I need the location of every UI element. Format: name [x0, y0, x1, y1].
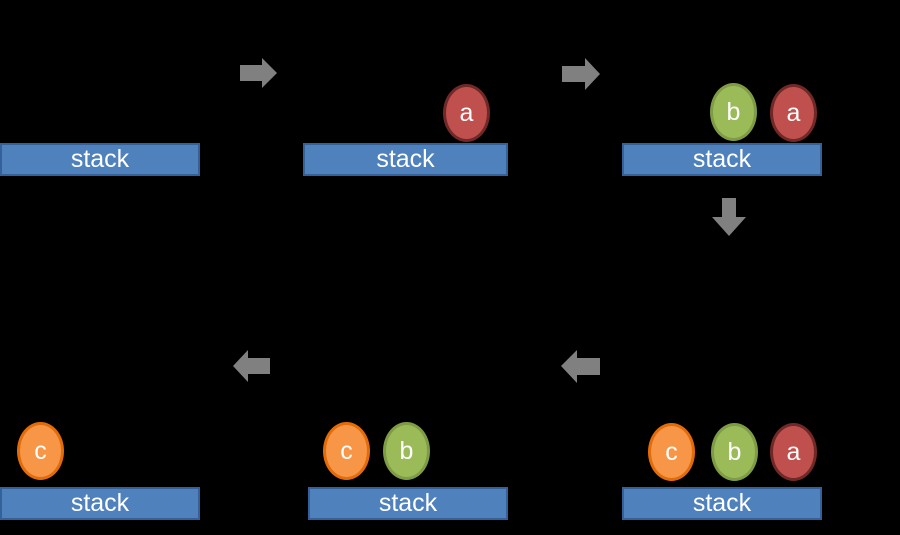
stack-item-a: a: [443, 84, 490, 142]
stack-item-c: c: [648, 423, 695, 481]
item-label: b: [727, 437, 742, 466]
arrow-left-icon: [561, 350, 600, 383]
stack-bar: stack: [0, 143, 200, 176]
arrow-left-icon: [233, 350, 270, 382]
item-label: c: [340, 436, 353, 465]
arrow-right-icon: [240, 58, 277, 88]
stack-bar-label: stack: [692, 145, 752, 173]
stack-bar: stack: [622, 143, 822, 176]
item-label: c: [665, 437, 678, 466]
item-label: b: [399, 436, 414, 465]
stack-item-c: c: [17, 422, 64, 480]
stack-bar-label: stack: [378, 489, 438, 517]
item-label: b: [726, 97, 741, 126]
arrow-down-icon: [712, 198, 746, 236]
stack-bar: stack: [303, 143, 508, 176]
stack-item-a: a: [770, 84, 817, 142]
stack-bar: stack: [308, 487, 508, 520]
arrow-right-icon: [562, 58, 600, 90]
stack-item-b: b: [383, 422, 430, 480]
stack-item-b: b: [711, 423, 758, 481]
stack-bar-label: stack: [692, 489, 752, 517]
stack-item-c: c: [323, 422, 370, 480]
stack-item-a: a: [770, 423, 817, 481]
item-label: a: [786, 98, 801, 127]
stack-bar-label: stack: [70, 145, 130, 173]
item-label: c: [34, 436, 47, 465]
stack-bar: stack: [622, 487, 822, 520]
stack-bar: stack: [0, 487, 200, 520]
stack-bar-label: stack: [70, 489, 130, 517]
stack-item-b: b: [710, 83, 757, 141]
stack-bar-label: stack: [376, 145, 435, 173]
item-label: a: [459, 98, 474, 127]
item-label: a: [786, 437, 801, 466]
